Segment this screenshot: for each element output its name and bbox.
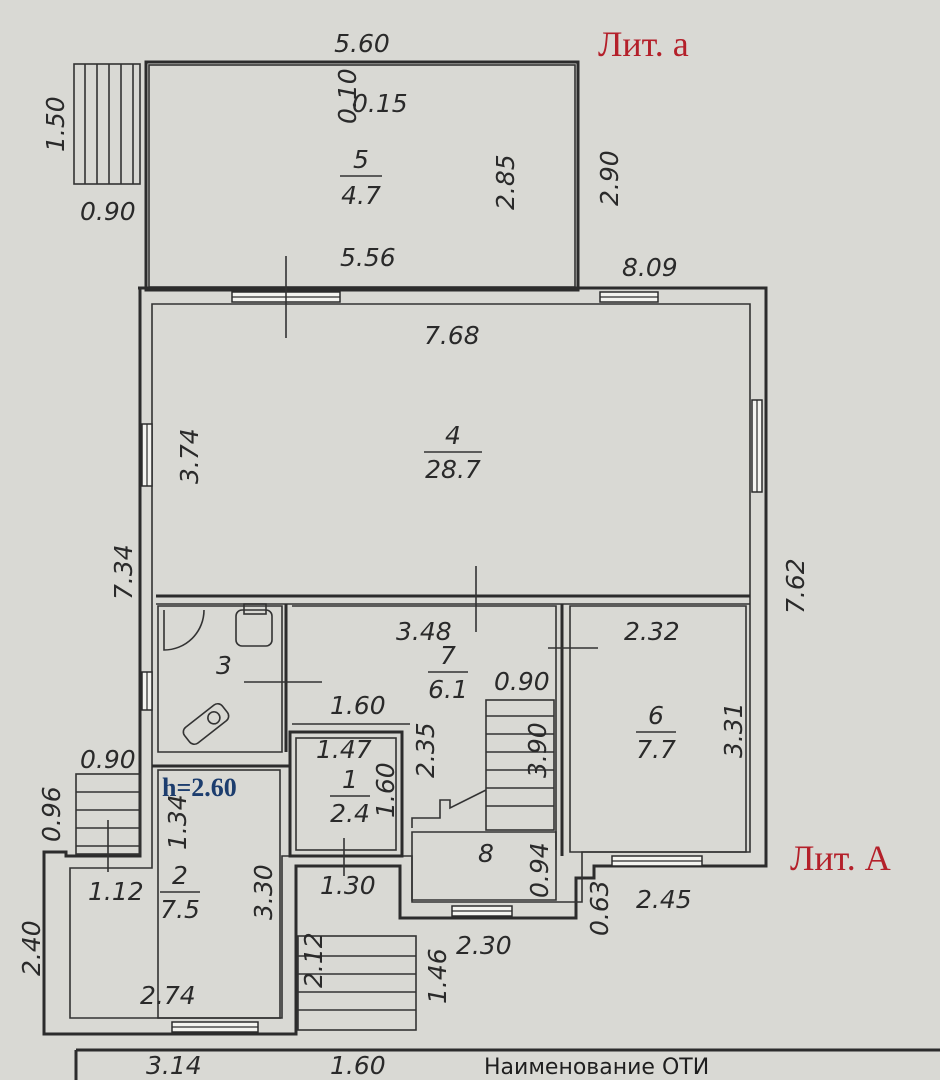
room-5-area: 4.7 <box>341 181 381 210</box>
room-7-num: 7 <box>440 641 456 670</box>
dim-2-30: 2.30 <box>456 931 512 960</box>
dim-2-12: 2.12 <box>299 932 328 988</box>
window-room8 <box>451 905 513 917</box>
dim-0-90-stair: 0.90 <box>80 745 136 774</box>
room-6-num: 6 <box>648 701 664 730</box>
dim-8-09: 8.09 <box>622 253 678 282</box>
dim-2-74: 2.74 <box>140 981 196 1010</box>
footer-table <box>74 1048 940 1080</box>
dim-5-56: 5.56 <box>340 243 396 272</box>
dim-2-90: 2.90 <box>595 150 624 206</box>
dim-1-50: 1.50 <box>41 96 70 152</box>
stairs-hall <box>411 699 555 831</box>
dim-2-40: 2.40 <box>17 920 46 976</box>
dim-1-30: 1.30 <box>320 871 376 900</box>
dim-7-68: 7.68 <box>424 321 480 350</box>
dim-2-32: 2.32 <box>624 617 680 646</box>
room-1-num: 1 <box>342 765 358 794</box>
room-5-num: 5 <box>353 145 369 174</box>
section-lines <box>107 256 598 876</box>
dim-7-62: 7.62 <box>781 558 810 614</box>
dim-0-15: 0.15 <box>352 89 408 118</box>
window-left-1 <box>141 423 153 487</box>
bathroom-fixtures <box>163 603 273 746</box>
dim-1-60-top: 1.60 <box>330 691 386 720</box>
dim-1-47: 1.47 <box>316 735 372 764</box>
room-1-area: 2.4 <box>330 799 370 828</box>
room-8-num: 8 <box>478 839 494 868</box>
dim-0-90-porch: 0.90 <box>80 197 136 226</box>
lit-a-upper-label: Лит. А <box>790 838 891 878</box>
dim-1-60-bottom: 1.60 <box>330 1051 386 1080</box>
window-room6 <box>611 855 703 867</box>
dim-0-90-hall: 0.90 <box>494 667 550 696</box>
room-7-area: 6.1 <box>428 675 468 704</box>
dim-2-35: 2.35 <box>411 722 440 778</box>
dim-3-31: 3.31 <box>719 702 748 758</box>
dim-3-30: 3.30 <box>249 864 278 920</box>
interior-partitions <box>152 594 750 1019</box>
dim-1-34: 1.34 <box>163 794 192 850</box>
dim-3-48: 3.48 <box>396 617 452 646</box>
dim-0-63: 0.63 <box>585 880 614 936</box>
window-room2 <box>171 1021 259 1033</box>
room-4-area: 28.7 <box>425 455 481 484</box>
room-4-num: 4 <box>445 421 461 450</box>
room-2-num: 2 <box>172 861 188 890</box>
window-top-right <box>599 291 659 303</box>
dim-0-94: 0.94 <box>525 842 554 898</box>
dim-3-90: 3.90 <box>523 722 552 778</box>
room-2-area: 7.5 <box>160 895 200 924</box>
dim-1-12: 1.12 <box>88 877 144 906</box>
dim-5-60: 5.60 <box>334 29 390 58</box>
room-3-num: 3 <box>216 651 232 680</box>
dim-1-46: 1.46 <box>423 948 452 1004</box>
window-right <box>751 399 763 493</box>
room-6-area: 7.7 <box>636 735 676 764</box>
dim-0-96: 0.96 <box>37 786 66 842</box>
stairs-bottom <box>297 935 417 1031</box>
dim-7-34: 7.34 <box>109 544 138 600</box>
dim-1-60-room1: 1.60 <box>371 762 400 818</box>
lit-a-lower-label: Лит. а <box>598 24 689 64</box>
dim-3-14: 3.14 <box>146 1051 202 1080</box>
veranda-porch-steps <box>73 63 141 185</box>
window-left-2 <box>141 671 153 711</box>
dim-3-74: 3.74 <box>175 428 204 484</box>
house-outer-walls <box>42 286 768 1036</box>
footer-title: Наименование ОТИ <box>484 1055 709 1080</box>
dim-2-45: 2.45 <box>636 885 692 914</box>
dim-0-10: 0.10 <box>333 68 362 124</box>
ceiling-height-label: h=2.60 <box>162 773 237 802</box>
dim-2-85: 2.85 <box>491 154 520 210</box>
